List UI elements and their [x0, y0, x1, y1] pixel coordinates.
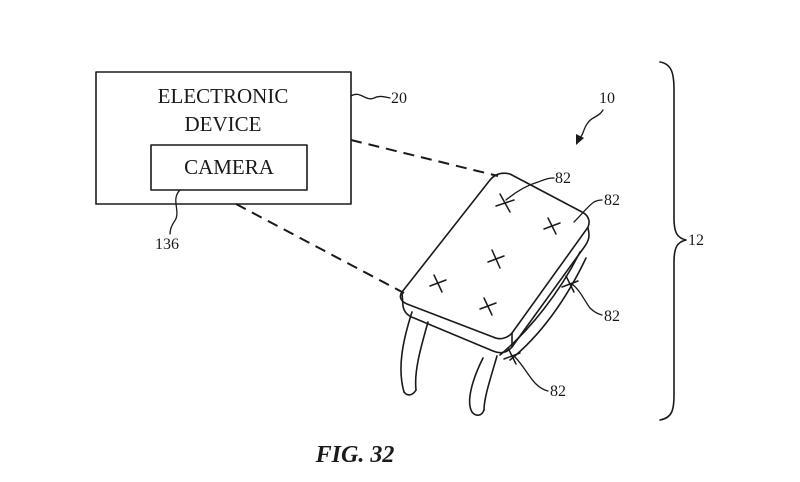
leader-82-side — [571, 283, 603, 316]
electronic-device-box: ELECTRONIC DEVICE — [95, 71, 352, 205]
ref-82-side: 82 — [604, 308, 620, 325]
marker-cross-5 — [479, 297, 497, 316]
leader-82-bottom — [513, 355, 549, 392]
sight-line-lower — [235, 203, 405, 294]
electronic-device-label-line1: ELECTRONIC — [158, 84, 289, 108]
arrow-10 — [576, 109, 604, 145]
sight-line-upper — [350, 139, 499, 177]
ref-12: 12 — [688, 232, 704, 249]
figure-caption: FIG. 32 — [315, 442, 395, 468]
electronic-device-label-line2: DEVICE — [185, 112, 262, 136]
leader-20 — [350, 93, 391, 100]
wearable-device — [399, 172, 590, 416]
leader-136 — [169, 189, 181, 235]
curly-bracket — [659, 61, 687, 421]
leader-82-top — [505, 177, 555, 201]
ref-10: 10 — [599, 90, 615, 107]
marker-cross-2 — [543, 217, 561, 235]
marker-cross-3 — [487, 249, 505, 269]
ref-82-right: 82 — [604, 192, 620, 209]
leader-82-right — [573, 199, 603, 223]
ref-82-top: 82 — [555, 170, 571, 187]
ref-82-bottom: 82 — [550, 383, 566, 400]
camera-box: CAMERA — [150, 144, 308, 191]
marker-cross-4 — [429, 274, 447, 293]
marker-cross-6 — [561, 275, 579, 293]
marker-cross-7 — [503, 347, 521, 365]
marker-cross-1 — [495, 193, 515, 213]
ref-20: 20 — [391, 90, 407, 107]
camera-label: CAMERA — [184, 155, 275, 179]
ref-136: 136 — [155, 236, 179, 253]
